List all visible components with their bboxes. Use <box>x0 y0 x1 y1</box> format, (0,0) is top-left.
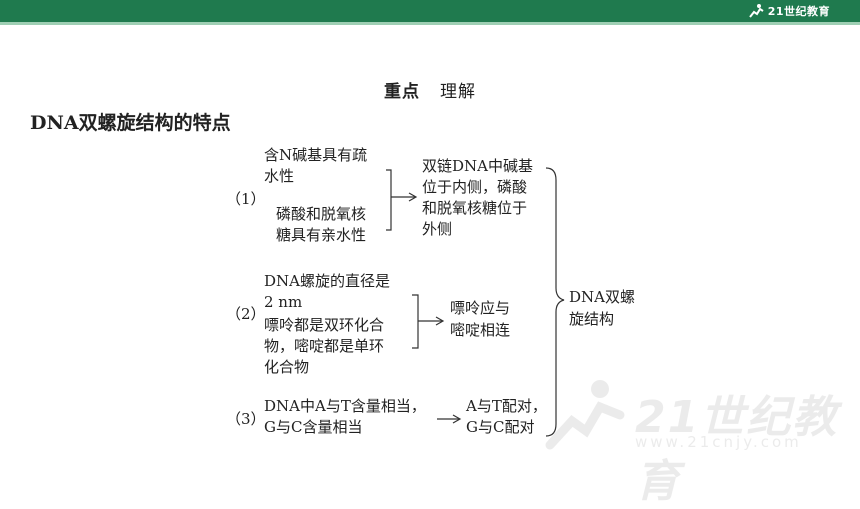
watermark-runner-icon <box>545 380 625 450</box>
watermark-url: www.21cnjy.com <box>635 433 802 451</box>
logo-text: 21世纪教育 <box>767 5 830 18</box>
group1-premise1-line2: 水性 <box>264 167 295 185</box>
slide-title: 重点理解 <box>0 77 860 102</box>
group1-result-line4: 外侧 <box>422 220 453 238</box>
header-stripe <box>0 22 860 25</box>
group2-premise2-line1: 嘌呤都是双环化合 <box>264 316 385 334</box>
group3-premise-line1: DNA中A与T含量相当， <box>264 397 426 415</box>
group3-number: （3） <box>226 410 266 428</box>
group2-premise2-line3: 化合物 <box>264 358 310 376</box>
group2-result-line2: 嘧啶相连 <box>450 321 511 339</box>
conclusion-line2: 旋结构 <box>569 310 615 328</box>
title-key-point: 重点 <box>384 82 420 102</box>
conclusion-line1: DNA双螺 <box>569 288 635 306</box>
group3-premise-line2: G与C含量相当 <box>264 418 363 436</box>
conclusion-brace <box>545 167 565 437</box>
header-bar: 21世纪教育 <box>0 0 860 22</box>
watermark: 21世纪教育 www.21cnjy.com <box>540 375 850 507</box>
group1-result-line2: 位于内侧，磷酸 <box>422 178 528 196</box>
group2-premise1-line1: DNA螺旋的直径是 <box>264 272 390 290</box>
group1-premise1-line1: 含N碱基具有疏 <box>264 146 368 164</box>
group2-bracket <box>412 294 419 349</box>
group3-result-line1: A与T配对， <box>466 397 547 415</box>
group2-premise2-line2: 物，嘧啶都是单环 <box>264 337 385 355</box>
group1-premise2-line2: 糖具有亲水性 <box>276 226 367 244</box>
group1-premise2-line1: 磷酸和脱氧核 <box>276 205 367 223</box>
group2-arrow-head <box>435 316 445 326</box>
group1-bracket <box>386 169 392 231</box>
group3-arrow-head <box>452 414 462 424</box>
group2-result-line1: 嘌呤应与 <box>450 299 511 317</box>
group2-number: （2） <box>226 305 266 323</box>
diagram-connectors <box>386 167 565 437</box>
group3-result-line2: G与C配对 <box>466 418 535 436</box>
slide-subtitle: DNA双螺旋结构的特点 <box>30 112 231 134</box>
title-understand: 理解 <box>440 82 476 102</box>
brand-logo: 21世纪教育 <box>747 2 830 20</box>
group1-result-line3: 和脱氧核糖位于 <box>422 199 528 217</box>
group2-premise1-line2: 2 nm <box>264 293 303 311</box>
group1-arrow-head <box>408 192 418 202</box>
group1-number: （1） <box>226 190 266 208</box>
runner-logo-icon <box>748 4 764 18</box>
group1-result-line1: 双链DNA中碱基 <box>422 157 533 175</box>
